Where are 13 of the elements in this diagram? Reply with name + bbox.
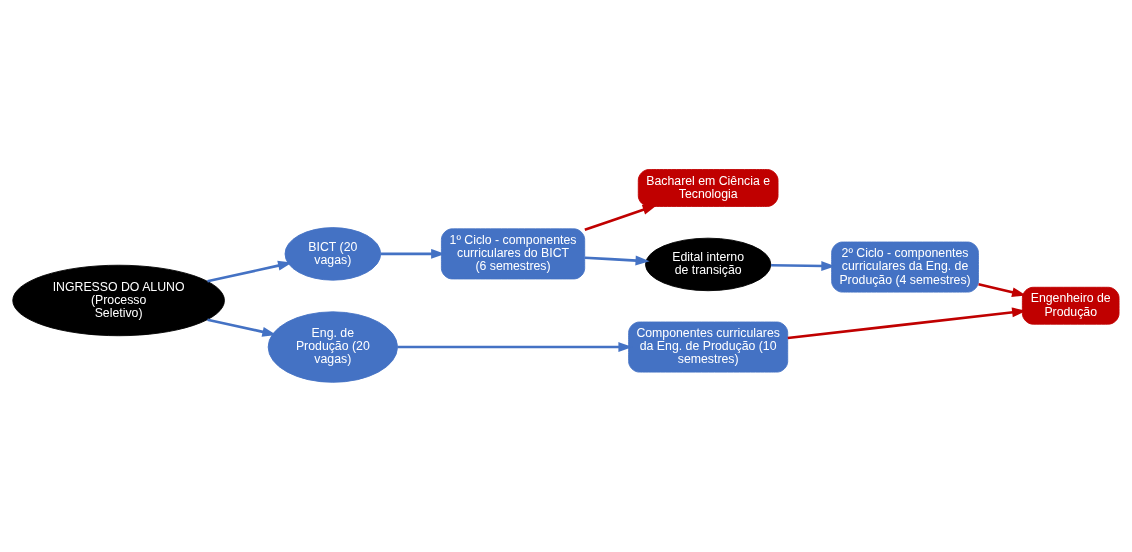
- node-ellipse: BICT (20 vagas): [284, 227, 382, 281]
- node-box: Bacharel em Ciência e Tecnologia: [637, 169, 779, 207]
- arrow: [978, 282, 1027, 297]
- arrow: [584, 255, 650, 266]
- arrow: [207, 318, 277, 337]
- node-ellipse: Eng. de Produção (20 vagas): [267, 311, 398, 383]
- node-ellipse: Edital interno de transição: [645, 237, 772, 292]
- node-box: Engenheiro de Produção: [1021, 286, 1120, 325]
- node-ellipse: INGRESSO DO ALUNO (Processo Seletivo): [12, 264, 225, 337]
- arrow: [584, 205, 657, 231]
- node-box: Componentes curriculares da Eng. de Produção (10 semestres): [628, 321, 789, 373]
- node-box: 2º Ciclo - componentes curriculares da Eng. de Produção (4 semestres): [831, 241, 979, 293]
- node-box: 1º Ciclo - componentes curriculares do BICT (6 semestres): [440, 228, 586, 280]
